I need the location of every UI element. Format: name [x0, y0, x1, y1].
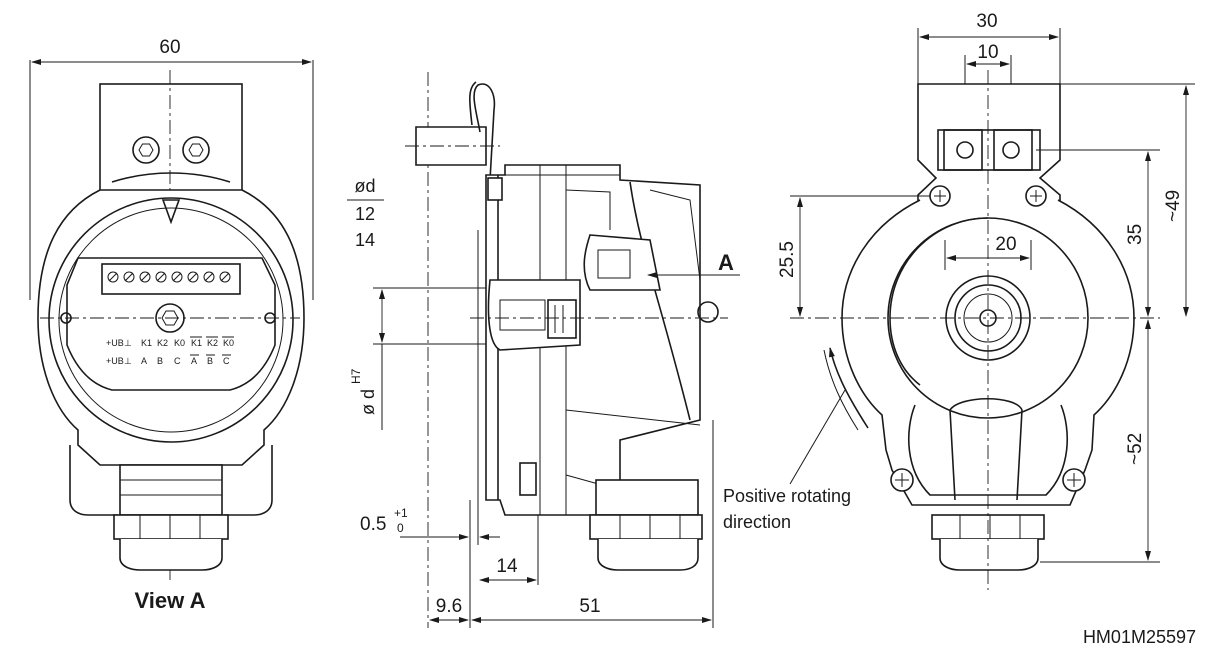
svg-text:⊥: ⊥ [124, 338, 132, 348]
svg-text:K0: K0 [223, 338, 234, 348]
dim-25-5: 25.5 [777, 241, 798, 278]
hex-screw-left-icon [132, 136, 160, 164]
svg-text:+1: +1 [394, 506, 408, 520]
terminal-labels-row2: +UB ⊥ A B C A B C [106, 354, 231, 366]
svg-text:K0: K0 [174, 338, 185, 348]
body-screw-lower-left-icon [890, 468, 914, 492]
terminal-labels-row1: +UB ⊥ K1 K2 K0 K1 K2 K0 [106, 336, 234, 348]
dim-20: 20 [995, 234, 1016, 255]
body-screw-upper-right-icon [1025, 185, 1047, 207]
svg-text:C: C [223, 356, 230, 366]
svg-text:K2: K2 [207, 338, 218, 348]
body-screw-lower-right-icon [1062, 468, 1086, 492]
drawing-number: HM01M25597 [1083, 627, 1196, 647]
svg-text:K1: K1 [141, 338, 152, 348]
bracket-hole-right-icon [1002, 141, 1020, 159]
side-view: ød 12 14 ø d H7 [347, 72, 740, 628]
svg-text:+UB: +UB [106, 338, 124, 348]
svg-text:12: 12 [355, 204, 375, 224]
dim-9-6: 9.6 [436, 596, 462, 617]
svg-text:0: 0 [397, 521, 404, 535]
svg-text:A: A [141, 356, 147, 366]
svg-text:ød: ød [354, 176, 375, 196]
body-screw-upper-left-icon [929, 185, 951, 207]
dim-51: 51 [579, 596, 600, 617]
dim-49: ~49 [1163, 190, 1184, 222]
view-a: 60 [29, 37, 314, 613]
svg-text:B: B [157, 356, 163, 366]
dim-35: 35 [1125, 224, 1146, 245]
view-a-width-dim: 60 [159, 37, 180, 58]
svg-text:C: C [174, 356, 181, 366]
bore-tolerance: H7 [349, 368, 363, 384]
view-marker: A [718, 250, 734, 275]
svg-text:K2: K2 [157, 338, 168, 348]
dim-14: 14 [496, 556, 518, 577]
rotation-label-line2: direction [723, 512, 791, 532]
diameter-table: ød 12 14 [347, 176, 384, 250]
hex-screw-right-icon [182, 136, 210, 164]
dim-10: 10 [977, 42, 998, 63]
dim-52: ~52 [1125, 433, 1146, 465]
svg-text:14: 14 [355, 230, 375, 250]
view-a-title: View A [135, 588, 206, 613]
svg-text:K1: K1 [191, 338, 202, 348]
svg-text:⊥: ⊥ [124, 356, 132, 366]
svg-text:B: B [207, 356, 213, 366]
svg-text:+UB: +UB [106, 356, 124, 366]
front-view: 30 10 [723, 11, 1195, 590]
terminal-screws [107, 271, 231, 283]
rotation-label-line1: Positive rotating [723, 486, 851, 506]
dim-30: 30 [976, 11, 997, 32]
bracket-hole-left-icon [956, 141, 974, 159]
bore-label: ø d [358, 389, 378, 415]
svg-text:A: A [191, 356, 197, 366]
gap-dim: 0.5 [360, 514, 386, 535]
